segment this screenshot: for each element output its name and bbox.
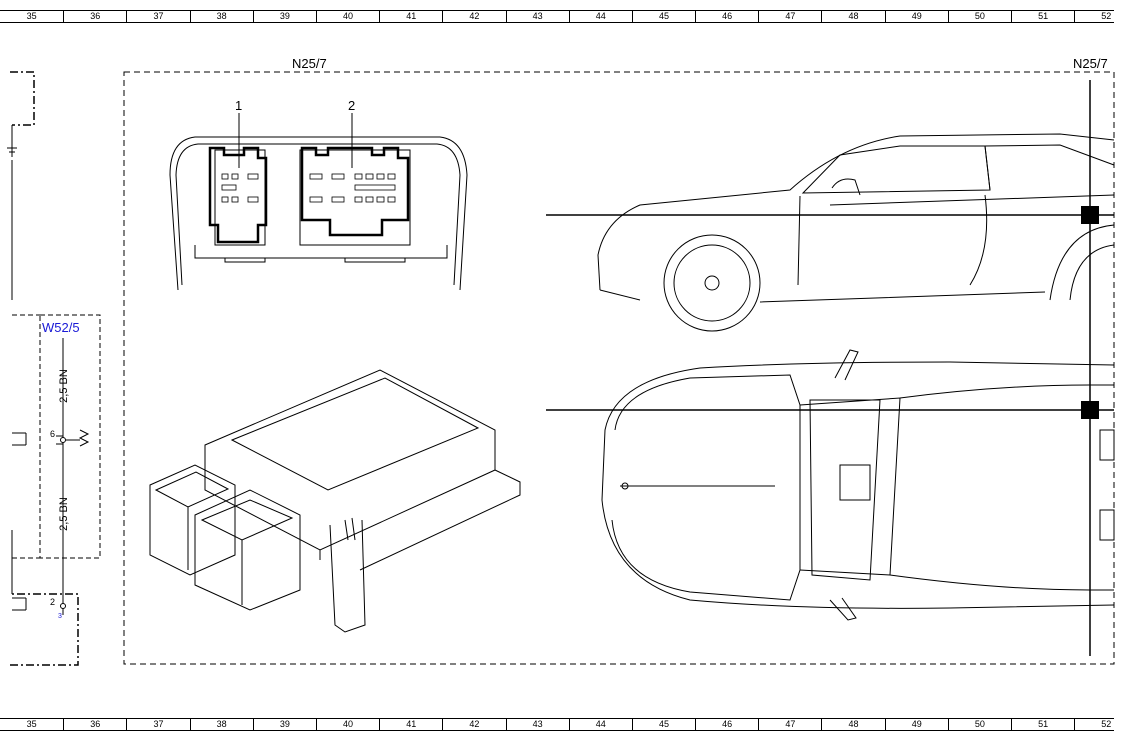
position-marker-side: [1081, 206, 1099, 224]
wiring-dashed-box: [39, 314, 101, 559]
ruler-cell: 52: [1074, 719, 1123, 730]
column-ruler-top: 35 36 37 38 39 40 41 42 43 44 45 46 47 4…: [0, 10, 1114, 23]
ruler-cell: 43: [505, 11, 569, 22]
ruler-cell: 50: [947, 11, 1011, 22]
connector-label-1: 1: [235, 98, 243, 113]
ruler-cell: 45: [631, 11, 695, 22]
ruler-cell: 50: [947, 719, 1011, 730]
ruler-cell: 52: [1074, 11, 1123, 22]
ruler-cell: 43: [505, 719, 569, 730]
ruler-cell: 37: [126, 719, 189, 730]
ruler-cell: 49: [884, 719, 948, 730]
ruler-cell: 46: [695, 11, 758, 22]
pin-label-lower: 2: [50, 597, 56, 607]
ruler-cell: 37: [126, 11, 189, 22]
ruler-cell: 47: [758, 11, 821, 22]
ruler-cell: 35: [26, 11, 37, 21]
ruler-cell: 36: [63, 11, 126, 22]
connector-face-drawing: [169, 136, 468, 291]
connector-1-outline: [208, 146, 268, 244]
car-side-view: [597, 133, 1115, 332]
connector-label-2: 2: [348, 98, 356, 113]
ruler-cell: 41: [379, 11, 442, 22]
connector-pins: [221, 173, 396, 203]
ruler-cell: 42: [442, 719, 505, 730]
ruler-cell: 48: [821, 719, 884, 730]
ruler-cell: 41: [379, 719, 442, 730]
ruler-cell: 44: [568, 11, 632, 22]
ruler-cell: 36: [63, 719, 126, 730]
wire-bn: [12, 338, 90, 615]
component-id-left: N25/7: [292, 56, 327, 71]
ruler-cell: 35: [26, 719, 37, 729]
ruler-cell: 39: [252, 11, 316, 22]
pin-label-small[interactable]: 3: [58, 613, 62, 620]
ruler-cell: 42: [442, 11, 505, 22]
position-marker: [546, 80, 1114, 656]
ruler-cell: 47: [758, 719, 821, 730]
ruler-cell: 38: [189, 719, 253, 730]
wire-label-top: 2,5 BN: [57, 369, 70, 403]
car-top-view: [601, 349, 1115, 621]
left-adjacent-component: [10, 71, 79, 666]
ruler-cell: 46: [695, 719, 758, 730]
component-dashed-frame: [123, 71, 1115, 665]
column-ruler-bottom: 35 36 37 38 39 40 41 42 43 44 45 46 47 4…: [0, 718, 1114, 731]
ruler-cell: 48: [821, 11, 884, 22]
wire-label-bottom: 2,5 BN: [57, 497, 70, 531]
ruler-cell: 45: [631, 719, 695, 730]
module-3d-drawing: [149, 369, 521, 633]
ruler-cell: 51: [1011, 719, 1074, 730]
connector-2-outline: [300, 146, 410, 237]
ruler-cell: 49: [884, 11, 948, 22]
ruler-cell: 44: [568, 719, 632, 730]
connector-label-leader: [238, 113, 353, 168]
position-marker-top: [1081, 401, 1099, 419]
pin-label-upper: 6: [50, 429, 56, 439]
ruler-cell: 51: [1011, 11, 1074, 22]
ruler-cell: 40: [315, 719, 379, 730]
ruler-cell: 39: [252, 719, 316, 730]
ruler-cell: 40: [315, 11, 379, 22]
component-id-right: N25/7: [1073, 56, 1108, 71]
ruler-cell: 38: [189, 11, 253, 22]
connector-reference[interactable]: W52/5: [42, 320, 80, 335]
